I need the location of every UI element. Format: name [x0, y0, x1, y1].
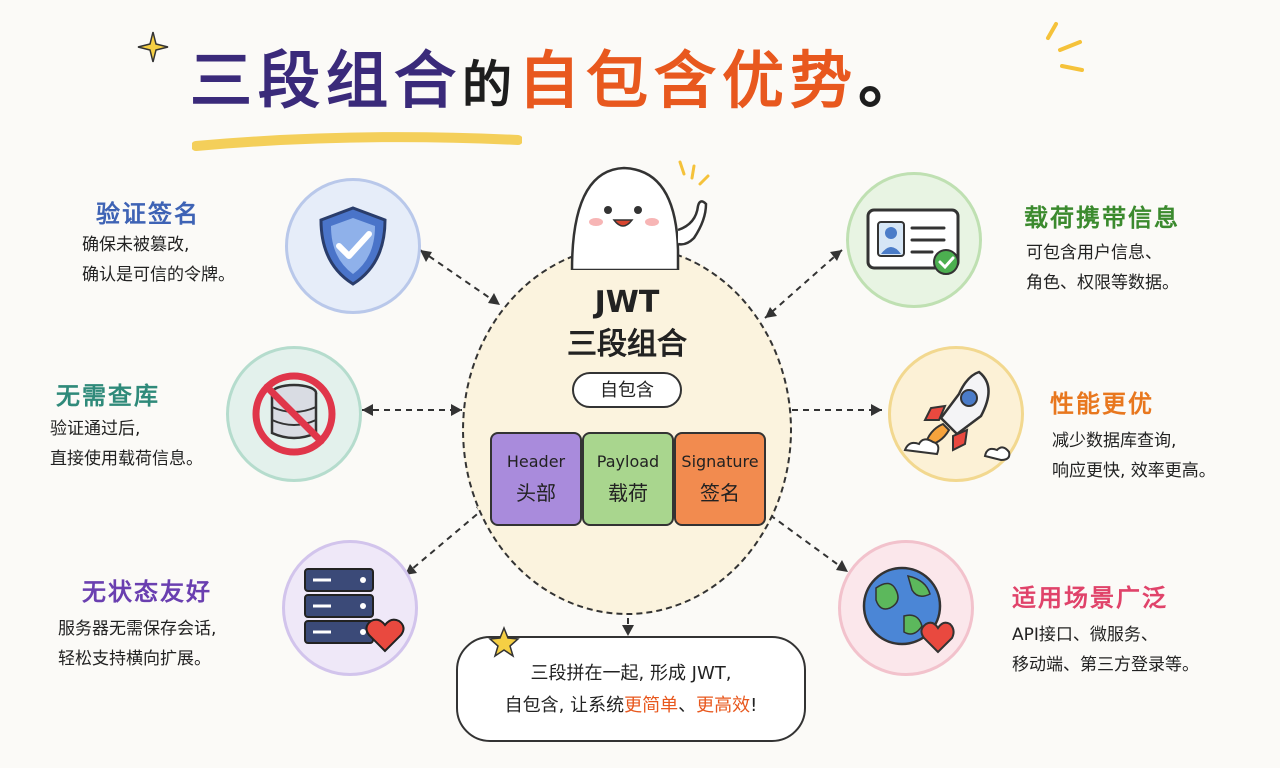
feature-title: 载荷携带信息 — [1024, 204, 1180, 232]
piece-label-zh: 载荷 — [608, 481, 648, 505]
id-card-icon — [846, 172, 982, 308]
title-part-1: 三段组合 — [190, 44, 463, 117]
feature-desc-line-1: API接口、微服务、 — [1012, 625, 1158, 645]
feature-desc-line-1: 可包含用户信息、 — [1026, 243, 1162, 263]
summary-box: 三段拼在一起, 形成 JWT, 自包含, 让系统更简单、更高效! — [456, 636, 806, 742]
puzzle-piece-header: Header 头部 — [490, 432, 582, 526]
hub-title-line-2: 三段组合 — [567, 327, 687, 362]
feature-desc-line-2: 确认是可信的令牌。 — [82, 265, 235, 285]
server-heart-icon — [282, 540, 418, 676]
summary-line-2: 自包含, 让系统更简单、更高效! — [458, 690, 804, 722]
feature-desc-line-2: 角色、权限等数据。 — [1026, 273, 1179, 293]
feature-desc-line-2: 轻松支持横向扩展。 — [58, 649, 211, 669]
burst-lines-icon — [1046, 22, 1084, 72]
title-underline — [192, 132, 522, 151]
puzzle-piece-payload: Payload 载荷 — [582, 432, 674, 526]
feature-title: 适用场景广泛 — [1012, 584, 1168, 612]
title-part-3: 自包含优势 — [518, 44, 859, 117]
title-part-4: 。 — [858, 44, 927, 117]
feature-title: 无状态友好 — [82, 578, 212, 606]
piece-label-zh: 头部 — [516, 481, 556, 505]
piece-label-en: Payload — [596, 452, 660, 471]
feature-title: 验证签名 — [96, 200, 200, 228]
piece-label-en: Header — [506, 452, 566, 471]
puzzle-piece-signature: Signature 签名 — [674, 432, 766, 526]
hub-title: JWT 三段组合 — [462, 282, 792, 366]
self-contained-bubble: 自包含 — [572, 372, 682, 408]
shield-check-icon — [285, 178, 421, 314]
piece-label-en: Signature — [681, 452, 759, 471]
summary-text-c: 、 — [678, 695, 697, 716]
title-part-2: 的 — [462, 56, 519, 114]
star-icon — [488, 626, 520, 658]
rocket-icon — [888, 346, 1024, 482]
feature-desc-line-2: 移动端、第三方登录等。 — [1012, 655, 1199, 675]
summary-text-e: ! — [750, 695, 758, 716]
feature-desc-line-2: 直接使用载荷信息。 — [50, 449, 203, 469]
mascot-ghost-icon — [570, 160, 710, 270]
piece-label-zh: 签名 — [700, 481, 740, 505]
feature-desc-line-1: 确保未被篡改, — [82, 235, 190, 255]
feature-title: 无需查库 — [56, 382, 160, 410]
feature-desc-line-1: 减少数据库查询, — [1052, 431, 1177, 451]
feature-desc-line-1: 服务器无需保存会话, — [58, 619, 217, 639]
feature-desc-line-2: 响应更快, 效率更高。 — [1052, 461, 1216, 481]
summary-highlight-efficient: 更高效 — [696, 695, 751, 716]
summary-highlight-simple: 更简单 — [624, 695, 679, 716]
page-title: 三段组合的自包含优势。 — [190, 30, 926, 120]
database-blocked-icon — [226, 346, 362, 482]
jwt-hub-circle — [462, 245, 792, 615]
hub-title-line-1: JWT — [594, 285, 660, 320]
feature-desc-line-1: 验证通过后, — [50, 419, 141, 439]
globe-heart-icon — [838, 540, 974, 676]
sparkle-icon — [137, 31, 169, 63]
feature-title: 性能更优 — [1050, 390, 1154, 418]
summary-line-1: 三段拼在一起, 形成 JWT, — [530, 663, 732, 684]
summary-text-a: 自包含, 让系统 — [504, 695, 625, 716]
